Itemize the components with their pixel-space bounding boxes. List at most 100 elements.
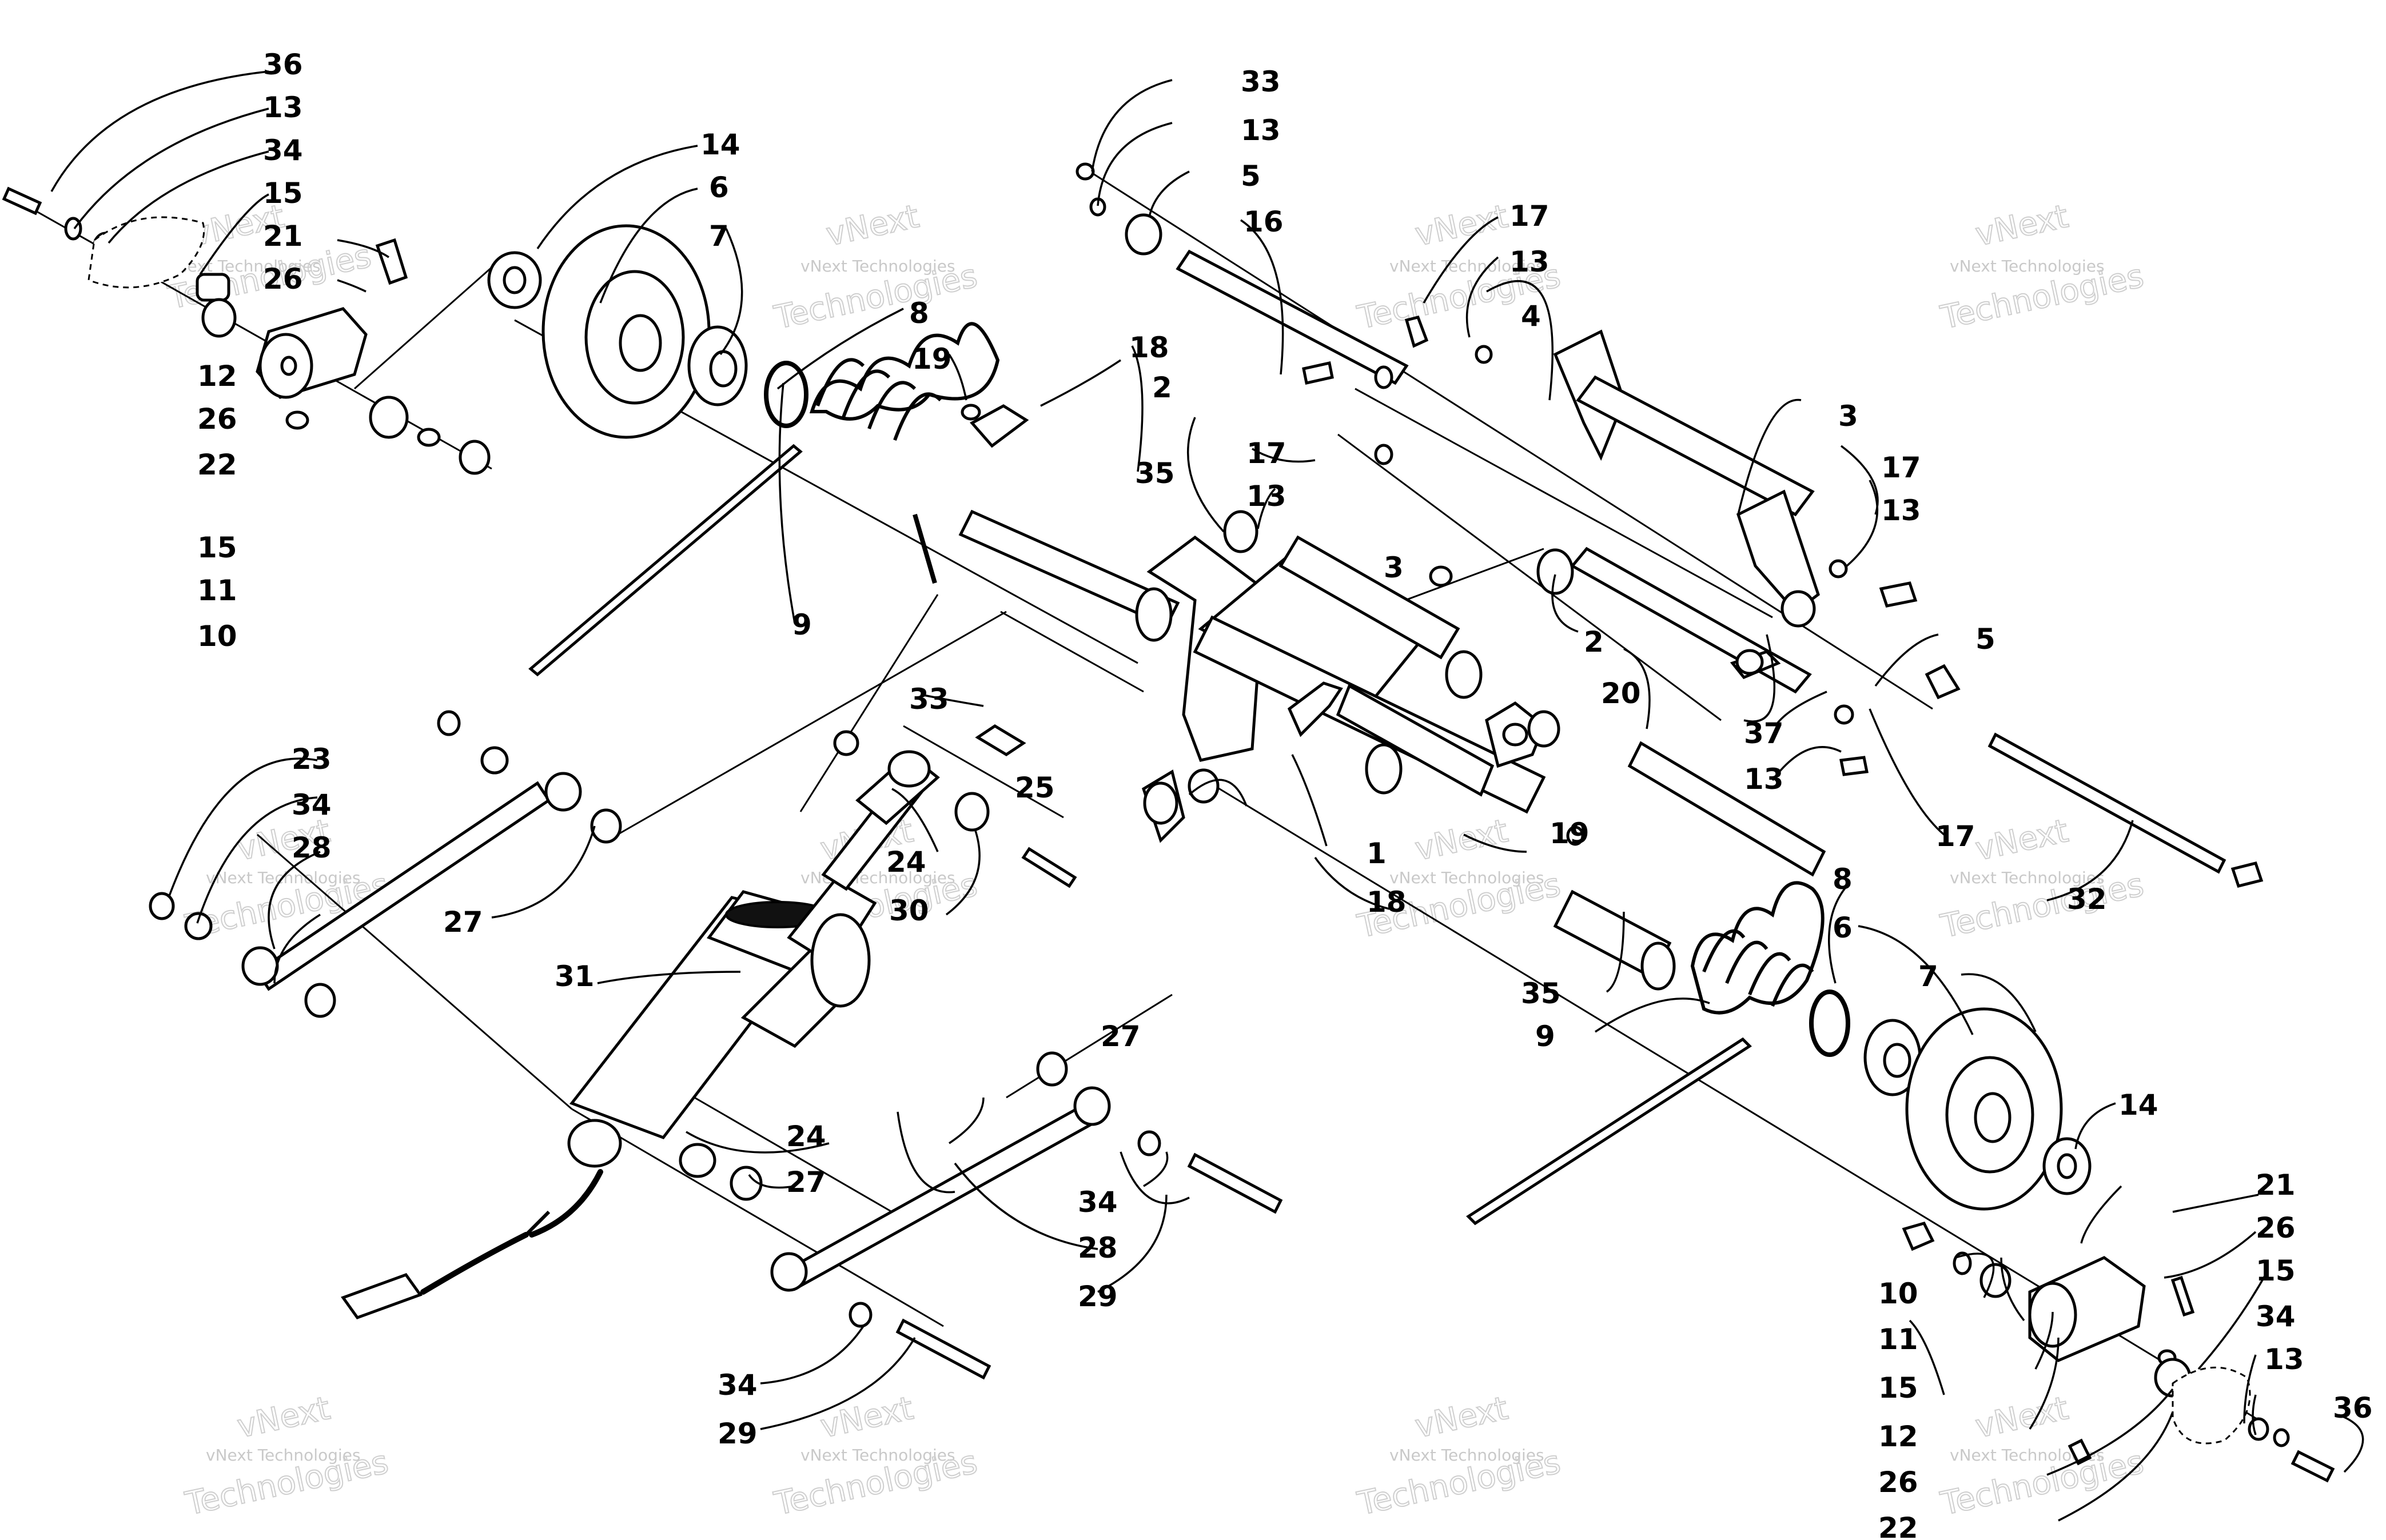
callout-label: 5 (1241, 159, 1261, 193)
callout-label: 23 (292, 743, 332, 776)
callout-label: 16 (1244, 205, 1284, 238)
callout-label: 31 (555, 960, 595, 993)
callout-label: 30 (889, 894, 929, 927)
callout-label: 25 (1015, 771, 1055, 804)
callout-label: 28 (292, 831, 332, 864)
callout-label: 6 (1833, 911, 1853, 944)
callout-label: 34 (718, 1369, 758, 1402)
watermark-small: vNext Technologies (1389, 868, 1544, 887)
callout-label: 13 (1246, 480, 1286, 513)
callout-label: 13 (1241, 114, 1281, 147)
leader-lines (50, 70, 2364, 1522)
watermark-small: vNext Technologies (1389, 257, 1544, 276)
callout-label: 13 (1509, 245, 1549, 278)
callout-label: 9 (792, 608, 812, 641)
callout-label: 11 (197, 574, 237, 607)
callout-label: 15 (1878, 1371, 1918, 1405)
callout-label: 34 (292, 788, 332, 821)
callout-label: 1 (1367, 837, 1387, 870)
callout-label: 29 (718, 1417, 758, 1450)
callout-label: 18 (1367, 885, 1407, 919)
callout-label: 33 (909, 683, 949, 716)
callout-label: 28 (1078, 1231, 1118, 1264)
watermark-small: vNext Technologies (800, 257, 955, 276)
callout-label: 15 (197, 531, 237, 564)
callout-label: 15 (263, 177, 303, 210)
callout-label: 26 (1878, 1466, 1918, 1499)
shock-absorber (341, 750, 940, 1319)
callout-label: 17 (1935, 820, 1975, 853)
callout-label: 14 (2118, 1088, 2158, 1122)
parts (2, 162, 2335, 1483)
callout-label: 36 (2333, 1391, 2373, 1425)
callout-labels: 36 13 34 15 21 26 12 26 22 15 11 10 14 6… (197, 48, 2373, 1540)
callout-label: 2 (1584, 625, 1604, 659)
callout-label: 15 (2256, 1254, 2296, 1287)
watermark-line1: vNext (234, 1390, 333, 1446)
callout-label: 4 (1521, 300, 1541, 333)
center-frame (958, 404, 1584, 846)
callout-label: 10 (1878, 1277, 1918, 1310)
callout-label: 19 (1549, 817, 1590, 850)
callout-label: 21 (2256, 1168, 2296, 1202)
callout-label: 34 (263, 134, 303, 167)
callout-label: 22 (197, 448, 237, 481)
callout-label: 19 (912, 342, 952, 376)
callout-label: 14 (700, 128, 740, 161)
watermark-line1: vNext (1412, 812, 1511, 868)
callout-label: 17 (1509, 200, 1549, 233)
watermark-small: vNext Technologies (800, 1446, 955, 1465)
callout-label: 37 (1744, 717, 1784, 750)
left-idler-group (2, 186, 542, 475)
callout-label: 12 (197, 360, 237, 393)
watermark-small: vNext Technologies (1950, 257, 2105, 276)
callout-label: 5 (1975, 623, 1995, 656)
callout-label: 8 (1833, 863, 1853, 896)
right-idler-group (1466, 881, 2335, 1483)
callout-label: 12 (1878, 1420, 1918, 1453)
callout-label: 29 (1078, 1280, 1118, 1313)
callout-label: 21 (263, 220, 303, 253)
watermark-line1: vNext (817, 1390, 917, 1446)
callout-label: 34 (2256, 1300, 2296, 1333)
watermark-small: vNext Technologies (1950, 868, 2105, 887)
watermark-small: vNext Technologies (206, 1446, 361, 1465)
callout-label: 6 (709, 171, 729, 204)
callout-label: 24 (886, 845, 926, 879)
watermark-small: vNext Technologies (1389, 1446, 1544, 1465)
callout-label: 11 (1878, 1323, 1918, 1356)
callout-label: 34 (1078, 1186, 1118, 1219)
callout-label: 13 (263, 91, 303, 124)
callout-label: 9 (1535, 1020, 1555, 1053)
left-spring (528, 322, 1000, 677)
callout-label: 32 (2067, 883, 2107, 916)
callout-label: 27 (443, 905, 483, 939)
watermark-line1: vNext (1972, 198, 2072, 254)
left-idler-wheel (541, 224, 808, 439)
callout-label: 27 (1101, 1020, 1141, 1053)
callout-label: 36 (263, 48, 303, 81)
callout-label: 18 (1129, 331, 1169, 364)
callout-label: 35 (1135, 457, 1175, 490)
watermark-line1: vNext (1972, 1390, 2072, 1446)
callout-label: 3 (1384, 551, 1404, 584)
callout-label: 3 (1838, 400, 1858, 433)
callout-label: 2 (1152, 371, 1172, 404)
upper-rails (1076, 162, 2264, 888)
watermark-line1: vNext (1412, 1390, 1511, 1446)
callout-label: 7 (709, 220, 729, 253)
lower-linkage (149, 710, 1283, 1380)
watermark-line1: vNext (1412, 198, 1511, 254)
callout-label: 33 (1241, 65, 1281, 98)
callout-label: 20 (1601, 677, 1641, 710)
watermark-line1: vNext (1972, 812, 2072, 868)
callout-label: 13 (1744, 763, 1784, 796)
callout-label: 26 (263, 262, 303, 296)
callout-label: 24 (786, 1120, 826, 1153)
callout-label: 26 (197, 402, 237, 436)
callout-label: 13 (1881, 494, 1921, 527)
callout-label: 7 (1918, 960, 1938, 993)
callout-label: 27 (786, 1166, 826, 1199)
callout-label: 35 (1521, 977, 1561, 1010)
